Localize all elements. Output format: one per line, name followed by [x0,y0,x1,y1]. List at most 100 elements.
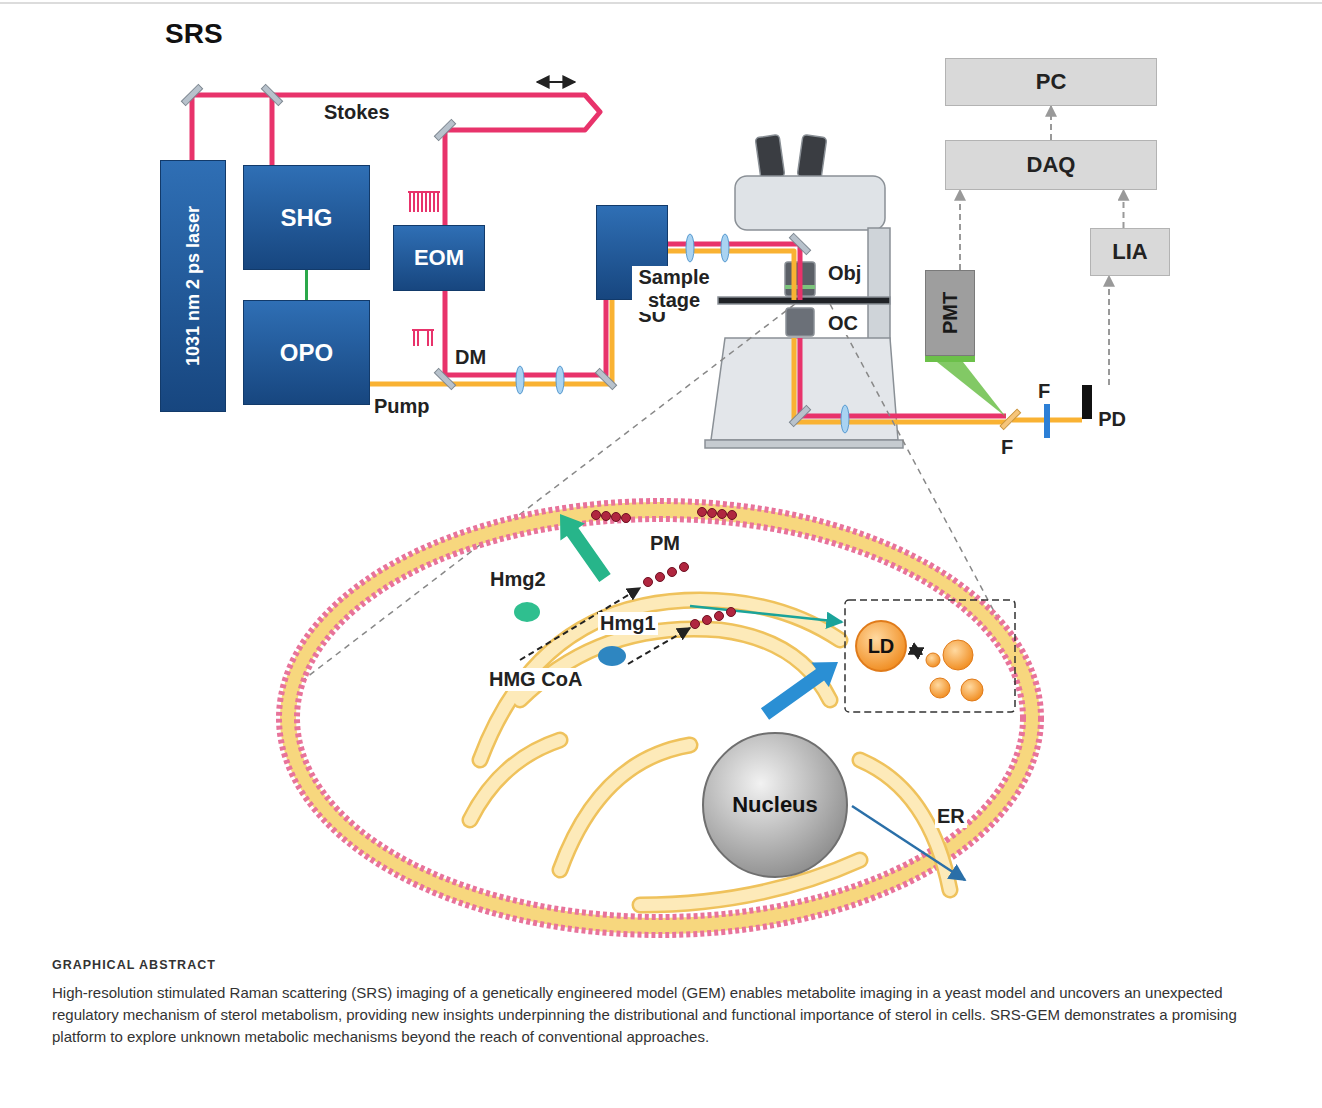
mirror [789,233,810,254]
sterol-bead [612,513,621,522]
microscope [797,135,827,180]
lipid-droplet [926,653,940,667]
node-label: PD [1098,408,1126,431]
lipid-droplet [961,679,983,701]
transport-arrow [560,514,611,582]
transport-arrow [761,662,838,720]
splitter [1000,409,1021,430]
connector [1050,106,1052,140]
node-label: OPO [280,339,333,367]
stokes-beam [270,95,275,165]
connector [959,190,961,270]
mirror [595,368,616,389]
node-label: 1031 nm 2 ps laser [183,206,204,366]
nucleus-circle: Nucleus [700,730,850,880]
pmt-filter [925,355,975,362]
enzyme-blob [514,602,540,622]
pulse-train [413,330,415,346]
lens [686,234,694,262]
lipid-droplet [943,640,973,670]
node-label: PMT [939,292,962,334]
pulse-train [413,192,415,212]
lens [841,405,849,433]
microscope [705,440,903,448]
laser-box: 1031 nm 2 ps laser [160,160,226,412]
mirror [434,119,455,140]
pulse-train [412,329,434,331]
microscope [705,135,903,448]
caption: High-resolution stimulated Raman scatter… [50,982,1272,1048]
stokes-beam [800,338,1006,416]
delay-arrow [537,81,575,83]
microscope [718,297,890,304]
photodiode: PD [1082,385,1128,431]
part-label: Pump [372,395,432,418]
endoplasmic-reticulum [560,745,690,870]
part-label: Obj [826,262,863,285]
mirror [789,405,810,426]
part-label: Sample stage [632,266,716,312]
sterol-bead [668,568,677,577]
lens [556,366,564,394]
pulse-train [417,192,419,212]
fluorescence-cone [937,362,1006,417]
pulse-train [409,192,411,212]
pulse-train [425,192,427,212]
flux-arrow [690,606,842,622]
photodiode-bar [1082,385,1092,419]
circle-shape [703,733,847,877]
part-label: PM [648,532,682,555]
droplet-box [845,600,1015,712]
sterol-bead [715,612,724,621]
section-heading: GRAPHICAL ABSTRACT [50,958,218,972]
part-label: DM [453,346,488,369]
lens [516,366,524,394]
sterol-bead [644,578,653,587]
exchange-arrow [910,648,922,654]
module-box: SHG [243,165,370,270]
microscope [786,308,814,336]
pump-beam [370,300,612,384]
sterol-bead [728,511,737,520]
sterol-bead [727,608,736,617]
node-label: LIA [1112,239,1147,264]
part-label: Hmg1 [598,612,658,635]
sterol-bead [602,512,611,521]
sterol-bead [698,508,707,517]
part-label: Hmg2 [488,568,548,591]
node-label: PC [1036,69,1067,94]
part-label: ER [935,805,967,828]
device-box: PC [945,58,1157,106]
cell-membrane [279,501,1041,935]
sterol-bead [680,563,689,572]
cell-membrane [279,501,1041,935]
module-box: EOM [393,225,485,291]
circle-shape [856,621,906,671]
device-box: DAQ [945,140,1157,190]
mirror [434,368,455,389]
sterol-bead [708,509,717,518]
part-label: OC [826,312,860,335]
device-box: LIA [1090,228,1170,276]
node-label: LD [868,635,895,658]
microscope [755,135,785,180]
sterol-bead [718,510,727,519]
connector [305,270,308,300]
sterol-bead [622,514,631,523]
mirror [261,84,282,105]
pulse-train [427,330,429,346]
cell-membrane [288,510,1032,926]
pulse-train [429,192,431,212]
node-label: DAQ [1027,152,1076,177]
microscope [735,176,885,230]
endoplasmic-reticulum [470,600,950,905]
connector [1123,190,1125,228]
part-label: F [1036,380,1052,403]
sterol-bead [656,573,665,582]
stokes-beam [192,95,1006,416]
sterol-bead [691,620,700,629]
filter [1044,404,1050,438]
enzyme-blob [598,646,626,666]
pulse-train [421,192,423,212]
